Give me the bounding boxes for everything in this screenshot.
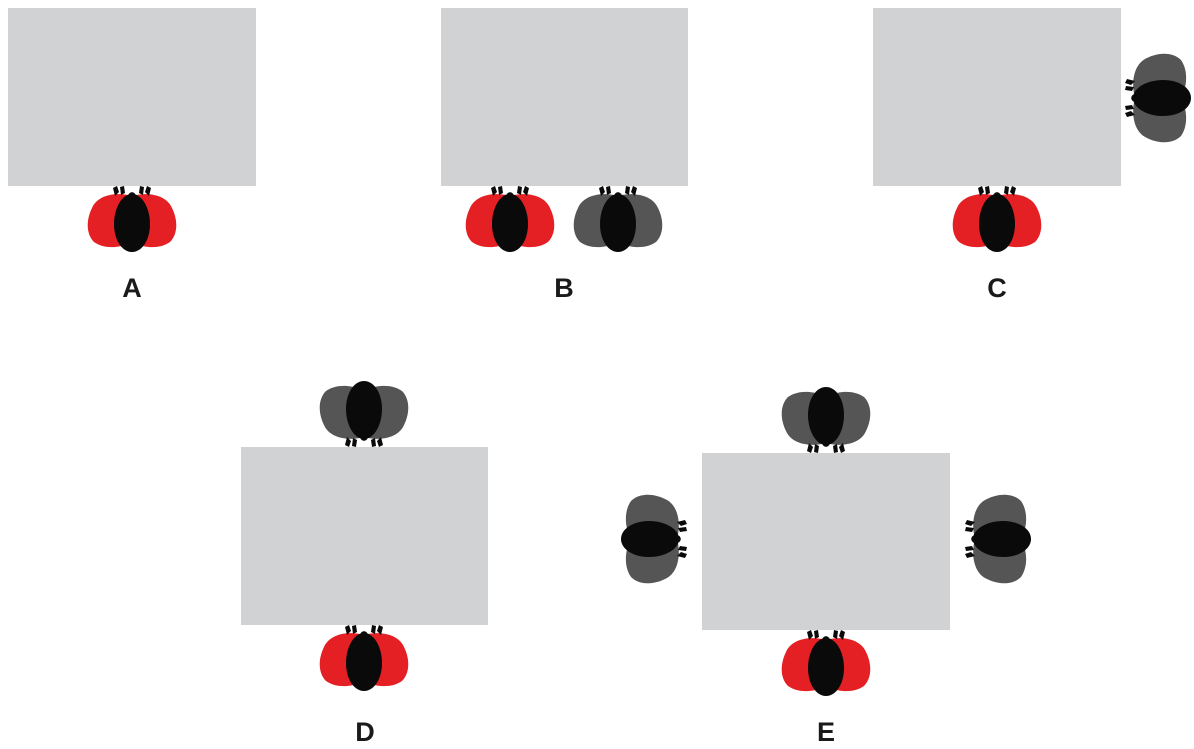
gray-seated-person-icon (316, 381, 412, 447)
gray-seated-person-icon (570, 186, 666, 252)
panel-label: A (122, 273, 142, 303)
red-seated-person-icon (316, 625, 412, 691)
panel-label: D (355, 717, 375, 747)
gray-seated-person-icon (1125, 50, 1191, 146)
gray-seated-person-icon (778, 387, 874, 453)
red-seated-person-icon (949, 186, 1045, 252)
panel-label: E (816, 717, 835, 747)
red-seated-person-icon (778, 630, 874, 696)
table (702, 453, 950, 630)
panel-label: C (987, 273, 1007, 303)
red-seated-person-icon (462, 186, 558, 252)
table (441, 8, 688, 186)
gray-seated-person-icon (965, 491, 1031, 587)
table (241, 447, 488, 625)
gray-seated-person-icon (621, 491, 687, 587)
table (8, 8, 256, 186)
panel-label: B (554, 273, 574, 303)
red-seated-person-icon (84, 186, 180, 252)
table (873, 8, 1121, 186)
